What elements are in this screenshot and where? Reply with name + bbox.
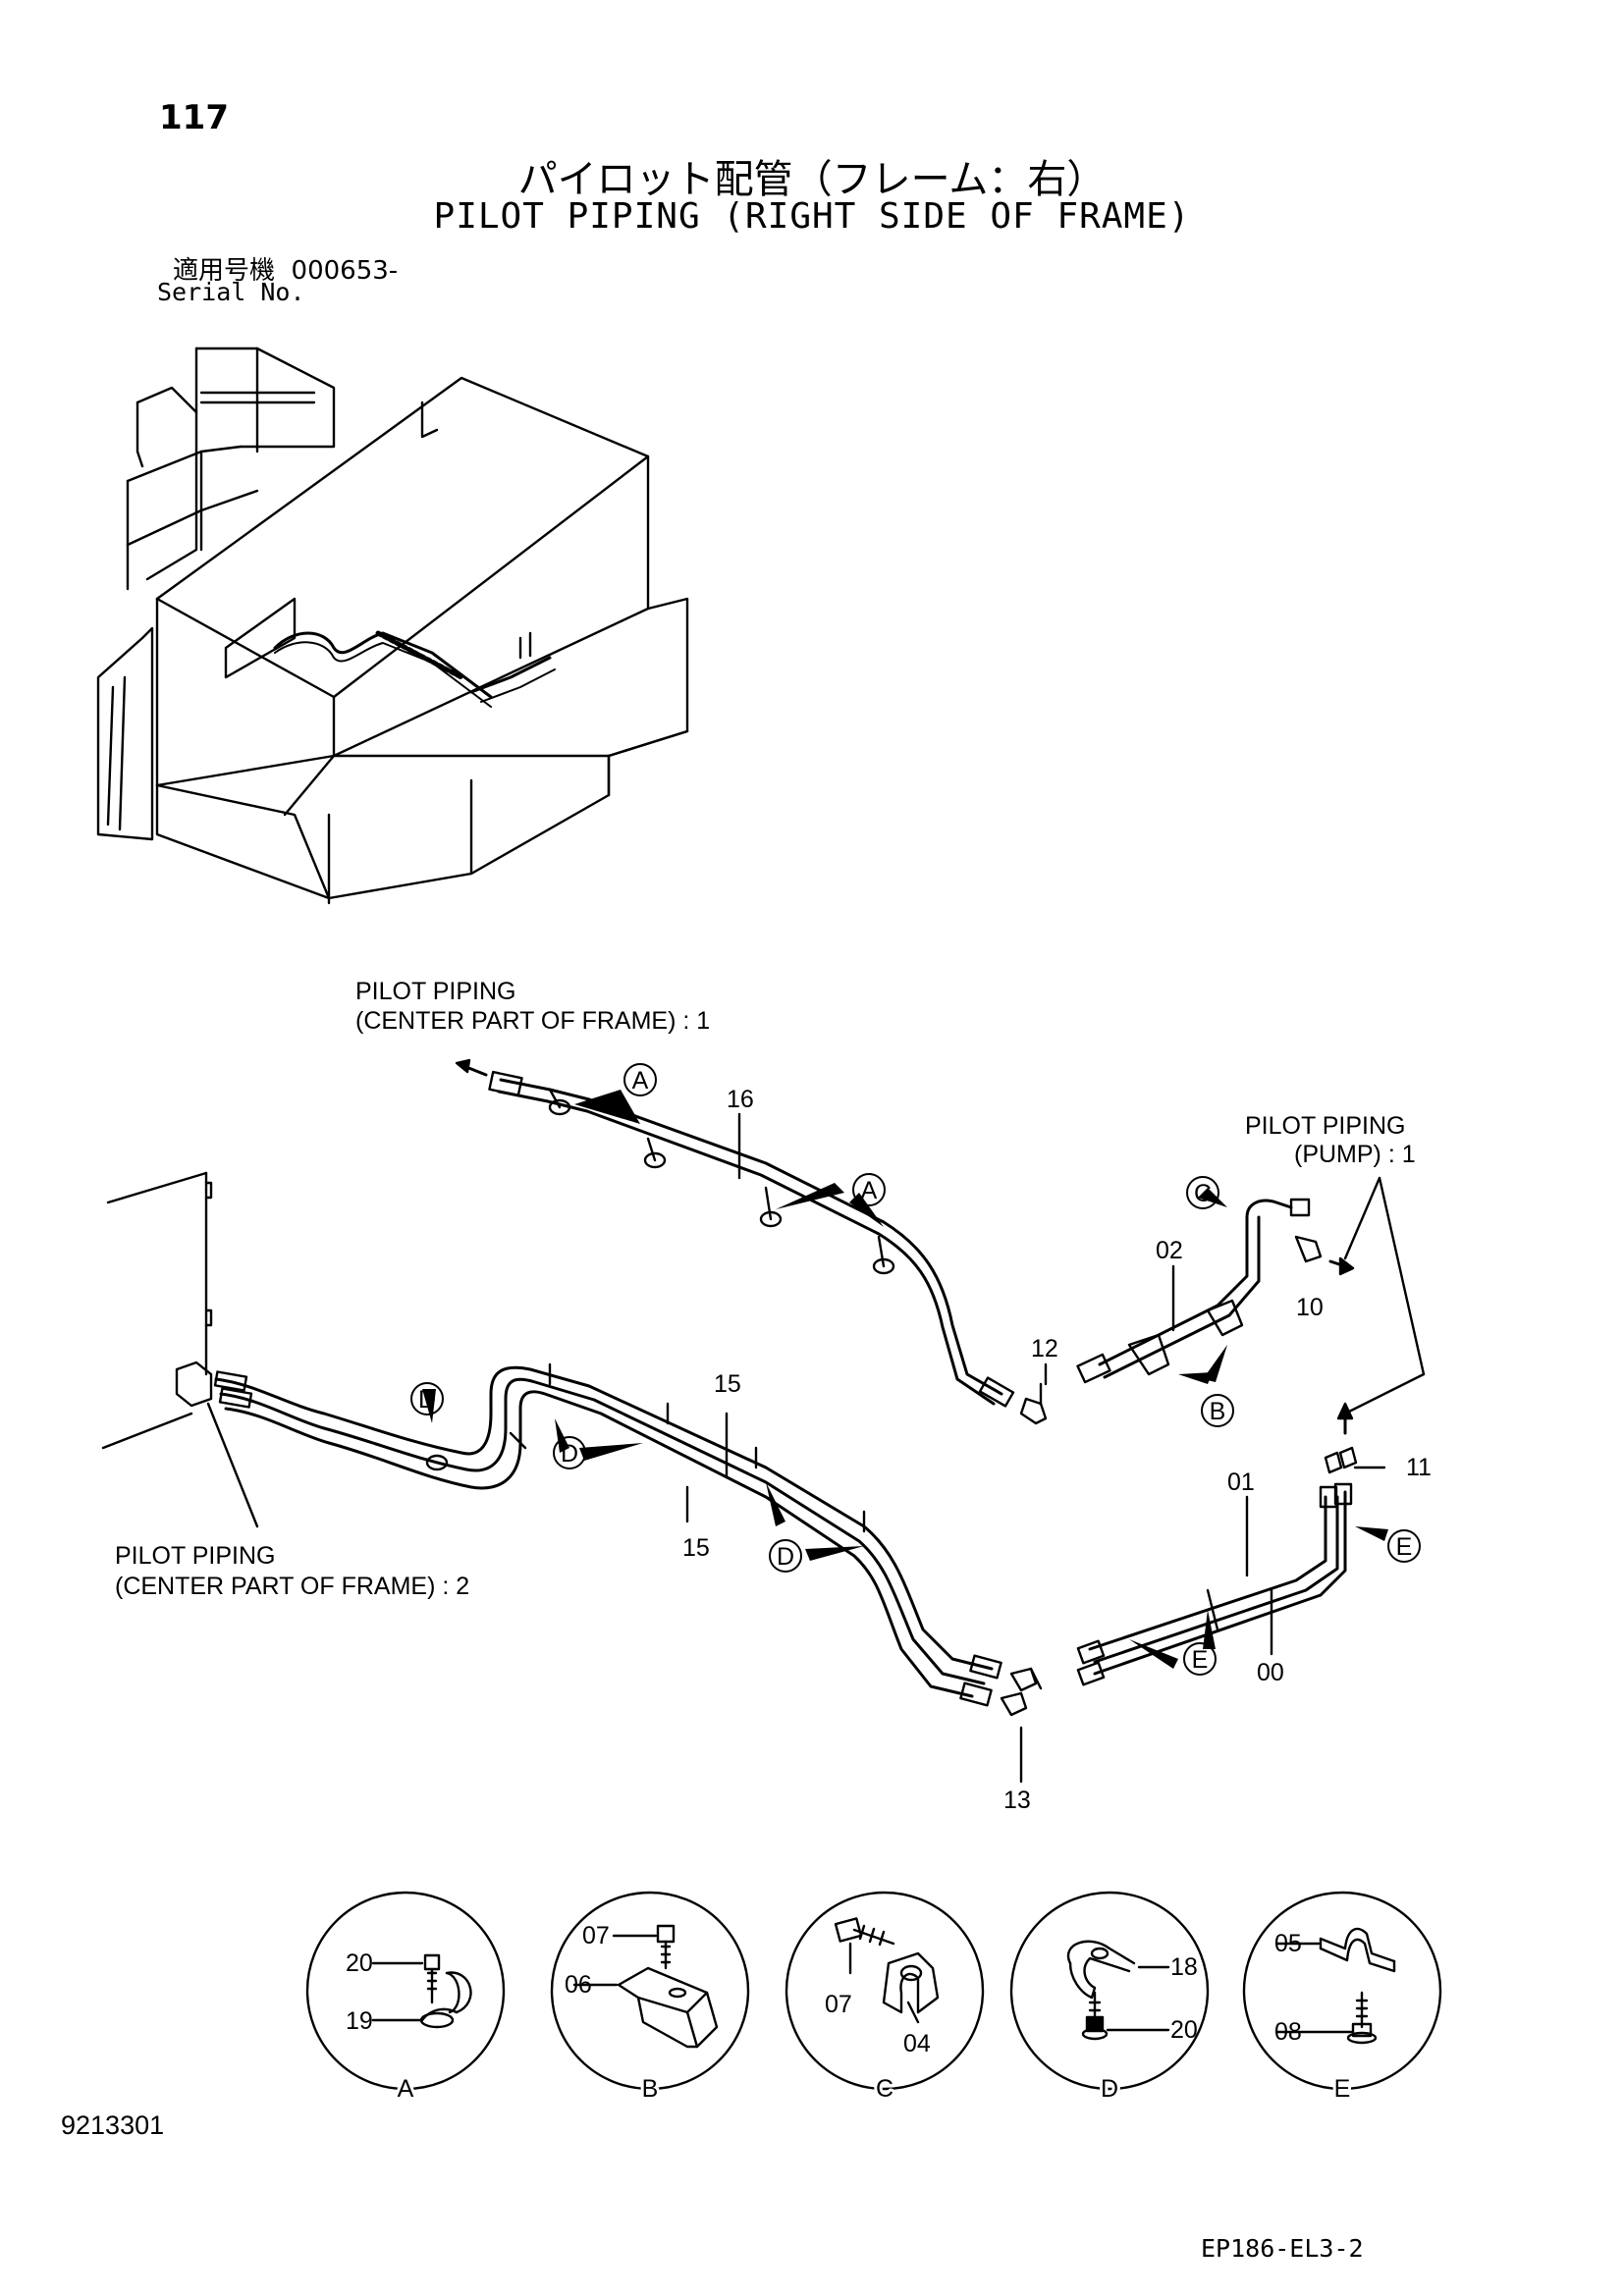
callout-e2: E	[1192, 1646, 1209, 1674]
callout-e1-circle	[1387, 1529, 1421, 1563]
part-02: 02	[1156, 1237, 1183, 1264]
detail-b-part-top: 07	[582, 1922, 610, 1949]
ref-pump-line1: PILOT PIPING	[1245, 1112, 1405, 1140]
serial-label-en: Serial No.	[157, 278, 305, 306]
reference-labels: PILOT PIPING (CENTER PART OF FRAME) : 1 …	[115, 978, 1416, 1600]
callout-d2: D	[561, 1440, 578, 1468]
callout-c-circle	[1186, 1176, 1219, 1209]
detail-c-part-left: 07	[825, 1991, 852, 2018]
part-number-labels: 16 15 15 12 13 02 10 11 01 00	[682, 1086, 1432, 1814]
part-15-upper: 15	[714, 1370, 741, 1398]
detail-b	[550, 1891, 750, 2091]
detail-a-part-bottom: 19	[346, 2007, 373, 2035]
piping-exploded-view	[101, 1058, 1426, 1784]
detail-a	[305, 1891, 506, 2091]
part-01: 01	[1227, 1468, 1255, 1496]
ref-center2-line1: PILOT PIPING	[115, 1542, 275, 1570]
part-12: 12	[1031, 1335, 1058, 1362]
ref-center1-line2: (CENTER PART OF FRAME) : 1	[355, 1007, 710, 1035]
ref-pump-line2: (PUMP) : 1	[1294, 1141, 1416, 1168]
callout-a1: A	[632, 1067, 649, 1095]
part-00: 00	[1257, 1659, 1284, 1686]
detail-labels: 20 19 07 06 07 04 18 20 05 08	[346, 1922, 1302, 2057]
detail-d-letter: D	[1101, 2075, 1118, 2103]
detail-e-letter: E	[1334, 2075, 1351, 2103]
detail-b-letter: B	[642, 2075, 659, 2103]
detail-a-letter: A	[398, 2075, 414, 2103]
detail-c-part-bottom: 04	[903, 2030, 931, 2057]
detail-views	[305, 1891, 1442, 2091]
callout-letters: A A C B D D D E E	[418, 1067, 1412, 1674]
serial-label-ja: 適用号機 000653-	[173, 250, 398, 287]
callout-a2-circle	[852, 1173, 886, 1206]
detail-letters: A B C D E	[395, 2072, 1354, 2106]
part-10: 10	[1296, 1294, 1324, 1321]
ref-center2-line2: (CENTER PART OF FRAME) : 2	[115, 1573, 469, 1600]
callout-d1: D	[418, 1386, 436, 1414]
machine-overview-drawing	[96, 347, 689, 905]
detail-e-part-bottom: 08	[1274, 2018, 1302, 2046]
callout-markers	[410, 1063, 1421, 1676]
detail-c-letter: C	[876, 2075, 893, 2103]
callout-e2-circle	[1183, 1642, 1217, 1676]
callout-b-circle	[1201, 1394, 1234, 1427]
title-english: PILOT PIPING (RIGHT SIDE OF FRAME)	[433, 196, 1191, 237]
detail-d-part-top: 18	[1170, 1953, 1198, 1981]
detail-d	[1009, 1891, 1210, 2091]
callout-d1-circle	[410, 1382, 444, 1415]
title-japanese: パイロット配管（フレーム：右）	[517, 157, 1107, 202]
serial-label-ja-text: 適用号機	[173, 256, 276, 286]
detail-d-part-bottom: 20	[1170, 2016, 1198, 2044]
drawing-code: EP186-EL3-2	[1201, 2234, 1364, 2263]
detail-b-part-bottom: 06	[565, 1971, 592, 1999]
page-number: 117	[159, 98, 229, 137]
callout-e1: E	[1396, 1533, 1413, 1561]
detail-e	[1242, 1891, 1442, 2091]
callout-d3: D	[777, 1543, 794, 1571]
part-11: 11	[1406, 1454, 1432, 1481]
detail-c	[785, 1891, 985, 2091]
callout-d3-circle	[769, 1539, 802, 1573]
part-15-lower: 15	[682, 1534, 710, 1562]
part-16: 16	[727, 1086, 754, 1113]
callout-d2-circle	[553, 1436, 586, 1469]
callout-a1-circle	[623, 1063, 657, 1096]
callout-a2: A	[861, 1177, 878, 1204]
ref-center1-line1: PILOT PIPING	[355, 978, 515, 1005]
part-13: 13	[1003, 1787, 1031, 1814]
serial-value: 000653-	[291, 256, 399, 286]
callout-c: C	[1194, 1180, 1212, 1207]
document-id: 9213301	[61, 2110, 165, 2140]
callout-b: B	[1210, 1398, 1226, 1425]
detail-a-part-top: 20	[346, 1949, 373, 1977]
detail-e-part-top: 05	[1274, 1930, 1302, 1957]
